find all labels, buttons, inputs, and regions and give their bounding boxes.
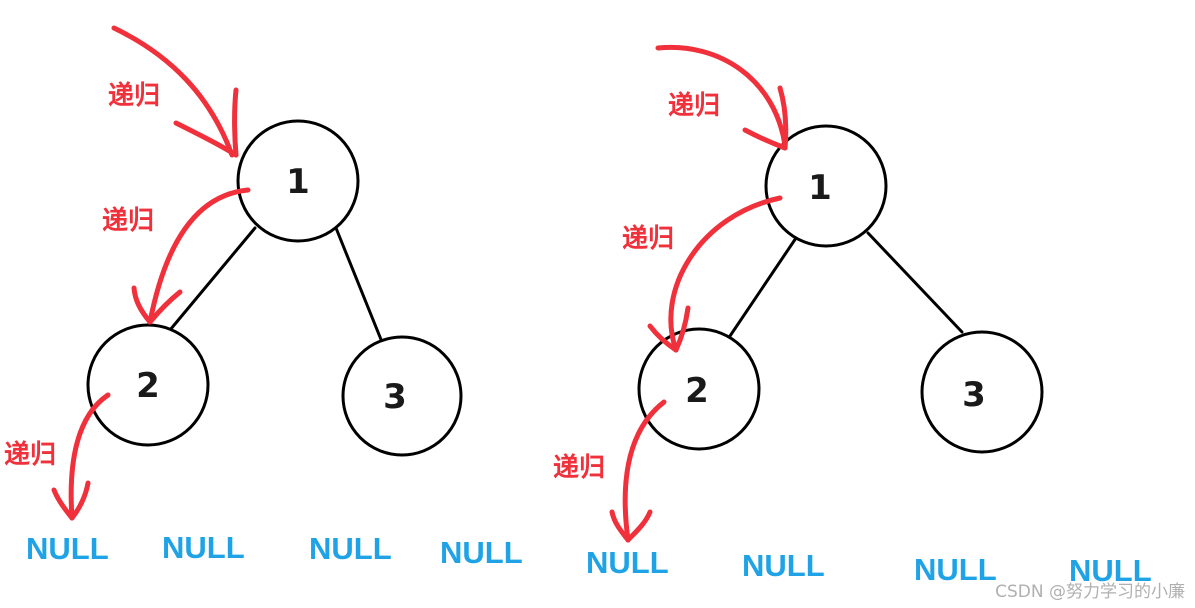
right-recursion-label: 递归	[668, 90, 720, 121]
left-node-2-label: 2	[136, 366, 160, 406]
left-edge-1-2	[168, 226, 257, 332]
right-node-3: 3	[920, 330, 1044, 454]
left-recursion-arrow-node1	[131, 187, 251, 325]
right-node-1-label: 1	[808, 168, 832, 208]
right-tree: 1 2 3 NULL NULL NULL NULL 递归 递归 递归	[553, 44, 1152, 588]
right-recursion-label: 递归	[553, 452, 605, 483]
left-null-label: NULL	[309, 531, 392, 566]
left-recursion-arrow-node2	[51, 392, 111, 521]
right-null-label: NULL	[586, 545, 669, 580]
left-node-3: 3	[341, 335, 463, 457]
left-node-1: 1	[236, 119, 360, 243]
left-tree: 1 2 3 NULL NULL NULL NULL 递归 递归 递归	[4, 25, 523, 570]
right-recursion-arrow-root	[655, 44, 789, 151]
left-null-label: NULL	[26, 531, 109, 566]
right-edge-1-3	[866, 231, 964, 334]
left-edge-1-3	[334, 226, 384, 344]
right-recursion-arrow-node2	[609, 399, 667, 543]
right-node-3-label: 3	[962, 375, 986, 415]
right-node-1: 1	[764, 124, 888, 248]
left-recursion-label: 递归	[4, 439, 56, 470]
left-node-1-label: 1	[286, 162, 310, 202]
left-node-3-label: 3	[383, 377, 407, 417]
right-node-2: 2	[637, 327, 761, 451]
left-recursion-arrow-root	[111, 25, 239, 158]
right-null-label: NULL	[914, 552, 997, 587]
left-node-2: 2	[86, 323, 210, 447]
left-recursion-label: 递归	[108, 80, 160, 111]
watermark: CSDN @努力学习的小廉	[995, 582, 1185, 602]
left-null-label: NULL	[440, 535, 523, 570]
left-null-label: NULL	[162, 530, 245, 565]
right-edge-1-2	[728, 236, 798, 338]
right-null-label: NULL	[1069, 553, 1152, 588]
right-node-2-label: 2	[685, 371, 709, 411]
right-recursion-label: 递归	[622, 223, 674, 254]
left-recursion-label: 递归	[102, 205, 154, 236]
right-null-label: NULL	[742, 548, 825, 583]
right-recursion-arrow-node1	[647, 195, 783, 353]
